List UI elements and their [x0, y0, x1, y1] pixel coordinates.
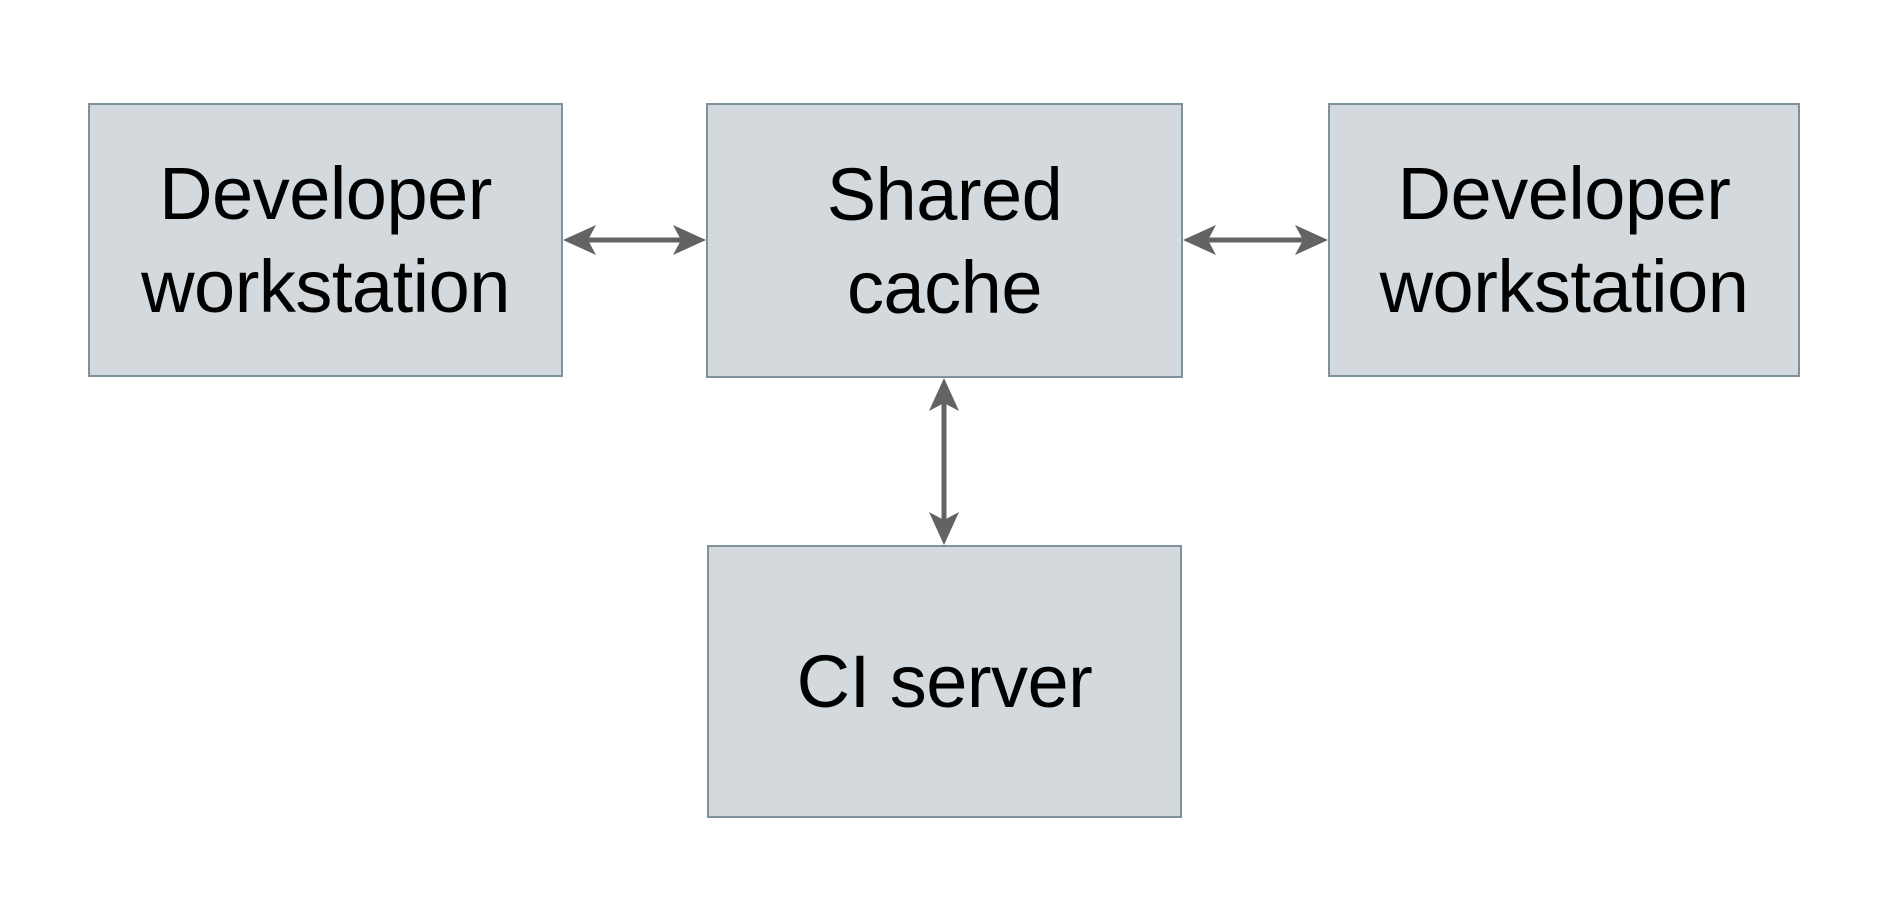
node-label-line: Shared [826, 152, 1063, 236]
arrow-shared-cache-dev-right [1183, 225, 1328, 255]
node-label-line: CI server [796, 640, 1093, 723]
node-label-line: workstation [141, 245, 510, 328]
arrowhead-up-icon [929, 378, 959, 411]
arrowhead-left-icon [563, 225, 596, 255]
arrowhead-down-icon [929, 512, 959, 545]
arrowhead-left-icon [1183, 225, 1216, 255]
arrowhead-right-icon [1295, 225, 1328, 255]
node-shared-cache: Shared cache [706, 103, 1183, 378]
node-label-line: workstation [1379, 245, 1749, 328]
node-ci-server: CI server [707, 545, 1182, 818]
node-label-line: Developer [1397, 152, 1731, 235]
arrow-dev-left-shared-cache [563, 225, 706, 255]
node-developer-workstation-left: Developer workstation [88, 103, 563, 377]
node-developer-workstation-right: Developer workstation [1328, 103, 1800, 377]
node-label-line: Developer [159, 152, 492, 235]
arrowhead-right-icon [673, 225, 706, 255]
arrow-shared-cache-ci-server [929, 378, 959, 545]
node-label-line: cache [847, 245, 1042, 329]
